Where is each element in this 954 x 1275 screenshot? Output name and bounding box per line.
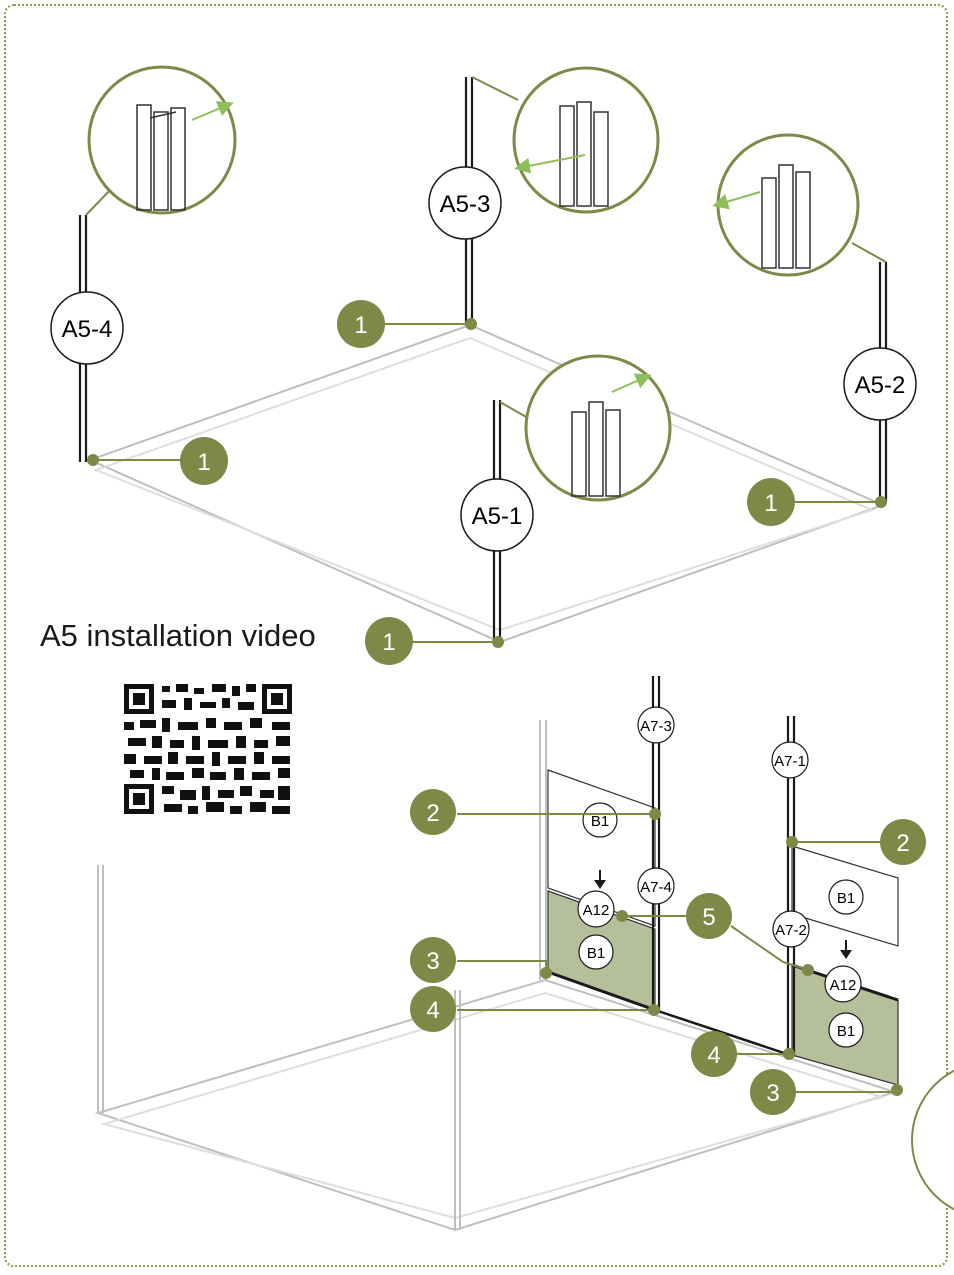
callout-5: 5 <box>616 893 814 976</box>
callout-3-left: 3 <box>410 937 552 983</box>
video-title: A5 installation video <box>40 618 316 653</box>
svg-text:3: 3 <box>766 1080 779 1107</box>
callout-3-right: 3 <box>750 1069 903 1115</box>
svg-text:B1: B1 <box>837 1023 855 1040</box>
callout-1-left: 1 <box>87 437 228 485</box>
svg-text:A7-2: A7-2 <box>775 922 807 939</box>
svg-text:4: 4 <box>707 1042 720 1069</box>
label-a5-4: A5-4 <box>50 291 124 365</box>
label-a7-4: A7-4 <box>637 867 675 905</box>
callout-1-back: 1 <box>337 300 477 348</box>
label-b1-left-lower: B1 <box>578 934 614 970</box>
svg-text:3: 3 <box>426 948 439 975</box>
left-panel-upper <box>547 769 656 927</box>
arrow-down-right <box>840 940 852 959</box>
arrow-down-left <box>594 870 606 889</box>
svg-text:2: 2 <box>896 830 909 857</box>
svg-text:A7-4: A7-4 <box>640 879 672 896</box>
label-a5-1: A5-1 <box>460 478 534 552</box>
svg-text:A7-3: A7-3 <box>640 718 672 735</box>
svg-text:A5-3: A5-3 <box>440 191 491 218</box>
label-a12-right: A12 <box>824 965 862 1003</box>
magnifier-partial-right <box>911 1069 954 1211</box>
callout-1-right: 1 <box>747 478 887 526</box>
svg-text:A12: A12 <box>583 902 610 919</box>
label-a5-2: A5-2 <box>843 347 917 421</box>
svg-text:5: 5 <box>702 904 715 931</box>
qr-code-icon[interactable] <box>122 682 294 816</box>
svg-text:1: 1 <box>764 490 777 517</box>
label-b1-right-lower: B1 <box>828 1012 864 1048</box>
callout-4-right: 4 <box>691 1031 795 1077</box>
bottom-posts <box>651 676 796 1056</box>
svg-text:A7-1: A7-1 <box>774 753 806 770</box>
svg-text:2: 2 <box>426 800 439 827</box>
svg-text:1: 1 <box>382 629 395 656</box>
svg-text:B1: B1 <box>587 945 605 962</box>
magnifier-a5-3 <box>512 66 660 214</box>
svg-text:4: 4 <box>426 997 439 1024</box>
svg-text:A5-1: A5-1 <box>472 503 523 530</box>
magnifier-a5-1 <box>524 354 672 502</box>
label-a5-3: A5-3 <box>428 166 502 240</box>
label-b1-left-upper: B1 <box>582 802 618 838</box>
callout-2-right: 2 <box>786 819 926 865</box>
svg-text:1: 1 <box>354 312 367 339</box>
label-a7-3: A7-3 <box>637 706 675 744</box>
magnifier-a5-2 <box>712 133 860 277</box>
svg-text:A5-2: A5-2 <box>855 372 906 399</box>
magnifier-a5-4 <box>87 65 237 215</box>
svg-text:A5-4: A5-4 <box>62 316 113 343</box>
label-a7-2: A7-2 <box>772 910 810 948</box>
label-a12-left: A12 <box>577 890 615 928</box>
svg-text:1: 1 <box>197 449 210 476</box>
label-b1-right-upper: B1 <box>828 879 864 915</box>
callout-1-front: 1 <box>365 617 504 665</box>
callout-4-left: 4 <box>410 986 660 1032</box>
svg-text:B1: B1 <box>591 813 609 830</box>
svg-text:A12: A12 <box>830 977 857 994</box>
page-border <box>4 4 948 1267</box>
label-a7-1: A7-1 <box>771 741 809 779</box>
svg-text:B1: B1 <box>837 890 855 907</box>
callout-2-left: 2 <box>410 789 661 835</box>
